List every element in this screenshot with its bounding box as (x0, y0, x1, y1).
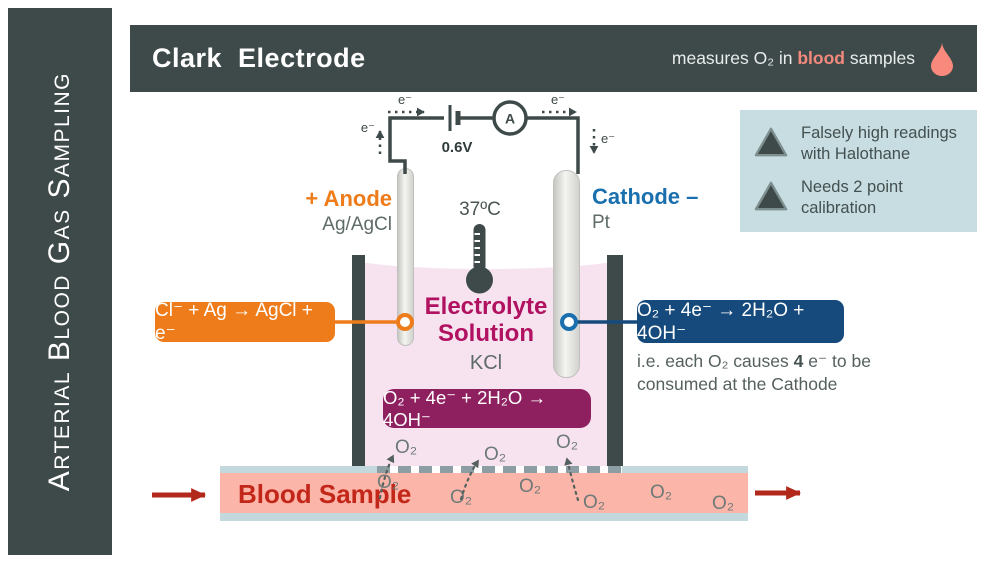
anode-material: Ag/AgCl (322, 214, 392, 235)
ammeter-icon (492, 100, 528, 136)
cathode-reaction-box: O₂ + 4e⁻ → 2H₂O + 4OH⁻ (637, 300, 844, 344)
electron-label: e⁻ (601, 131, 615, 146)
note-bold: 4 (793, 351, 804, 371)
o2-molecule: O₂ (712, 493, 735, 514)
circuit-wire-right (460, 116, 580, 174)
permeable-membrane (377, 466, 622, 473)
cathode-material: Pt (592, 212, 610, 233)
page-title: Clark Electrode (152, 43, 366, 73)
anode-label: + Anode Ag/AgCl (232, 186, 392, 236)
cathode-electrode-rod (553, 170, 580, 378)
ammeter-label: A (505, 111, 515, 127)
electron-label: e⁻ (361, 120, 375, 135)
warning-item: Needs 2 point calibration (752, 177, 965, 218)
warning-text: Falsely high readings with Halothane (801, 124, 957, 163)
electron-label: e⁻ (551, 92, 565, 107)
anode-name: + Anode (305, 186, 392, 211)
blood-sample-channel (220, 473, 748, 513)
solution-salt: KCl (469, 351, 503, 374)
solution-title: Electrolyte Solution KCl (398, 293, 574, 374)
cathode-name: Cathode – (592, 184, 699, 209)
circuit-wire-left (388, 116, 444, 174)
warning-triangle-icon (754, 181, 788, 211)
o2-molecule: O₂ (484, 444, 507, 465)
blood-drop-icon (931, 41, 953, 76)
o2-molecule: O₂ (583, 492, 606, 513)
cathode-label: Cathode – Pt (592, 184, 698, 234)
voltage-label: 0.6V (442, 139, 473, 156)
channel-wall-bottom (220, 513, 748, 521)
solution-meniscus (345, 243, 627, 269)
solution-reaction-box: O₂ + 4e⁻ + 2H₂O → 4OH⁻ (383, 387, 591, 430)
sidebar: Arterial Blood Gas Sampling (8, 8, 112, 555)
note-post: e⁻ to be consumed at the Cathode (637, 351, 871, 394)
battery-icon (448, 105, 461, 131)
vessel-wall-right (607, 255, 623, 466)
solution-title-line2: Solution (438, 319, 534, 347)
header-subtitle: measures O₂ in blood samples (672, 48, 915, 69)
o2-molecule: O₂ (377, 472, 400, 493)
o2-molecule: O₂ (556, 432, 579, 453)
subtitle-post: samples (844, 48, 915, 68)
temperature-label: 37ºC (459, 199, 501, 220)
warnings-panel: Falsely high readings with Halothane Nee… (740, 110, 977, 232)
o2-molecule: O₂ (450, 487, 473, 508)
warning-item: Falsely high readings with Halothane (752, 123, 965, 164)
warning-triangle-icon (754, 127, 788, 157)
header: Clark Electrode measures O₂ in blood sam… (130, 25, 977, 92)
solution-title-line1: Electrolyte (424, 293, 548, 320)
sidebar-title: Arterial Blood Gas Sampling (43, 71, 76, 492)
note-pre: i.e. each O₂ causes (637, 351, 794, 371)
channel-wall-top-left (220, 466, 377, 473)
warning-text: Needs 2 point calibration (801, 178, 903, 217)
subtitle-pre: measures O₂ in (671, 48, 798, 68)
channel-wall-top-right (622, 466, 748, 473)
cathode-note: i.e. each O₂ causes 4 e⁻ to be consumed … (637, 350, 893, 396)
o2-molecule: O₂ (650, 482, 673, 503)
anode-reaction-box: Cl⁻ + Ag → AgCl + e⁻ (155, 300, 335, 344)
vessel-wall-left (352, 255, 365, 466)
electron-label: e⁻ (398, 92, 412, 107)
o2-molecule: O₂ (395, 437, 418, 458)
subtitle-highlight: blood (797, 48, 845, 68)
o2-molecule: O₂ (519, 476, 542, 497)
